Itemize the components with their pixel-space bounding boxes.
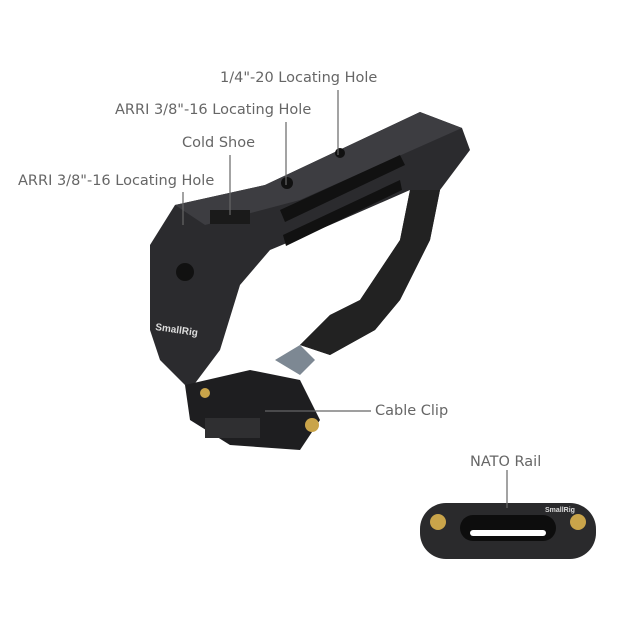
top-handle: SmallRig <box>150 112 470 450</box>
label-nato-rail: NATO Rail <box>470 454 542 470</box>
callout-lines <box>182 90 508 508</box>
label-quarter-20-hole: 1/4"-20 Locating Hole <box>220 70 378 86</box>
nato-rail: SmallRig <box>420 503 596 559</box>
label-arri-hole-left: ARRI 3/8"-16 Locating Hole <box>18 173 215 189</box>
label-arri-hole-top: ARRI 3/8"-16 Locating Hole <box>115 102 312 118</box>
rail-brand-logo: SmallRig <box>545 507 575 514</box>
label-cold-shoe: Cold Shoe <box>182 135 256 151</box>
label-cable-clip: Cable Clip <box>375 403 449 419</box>
